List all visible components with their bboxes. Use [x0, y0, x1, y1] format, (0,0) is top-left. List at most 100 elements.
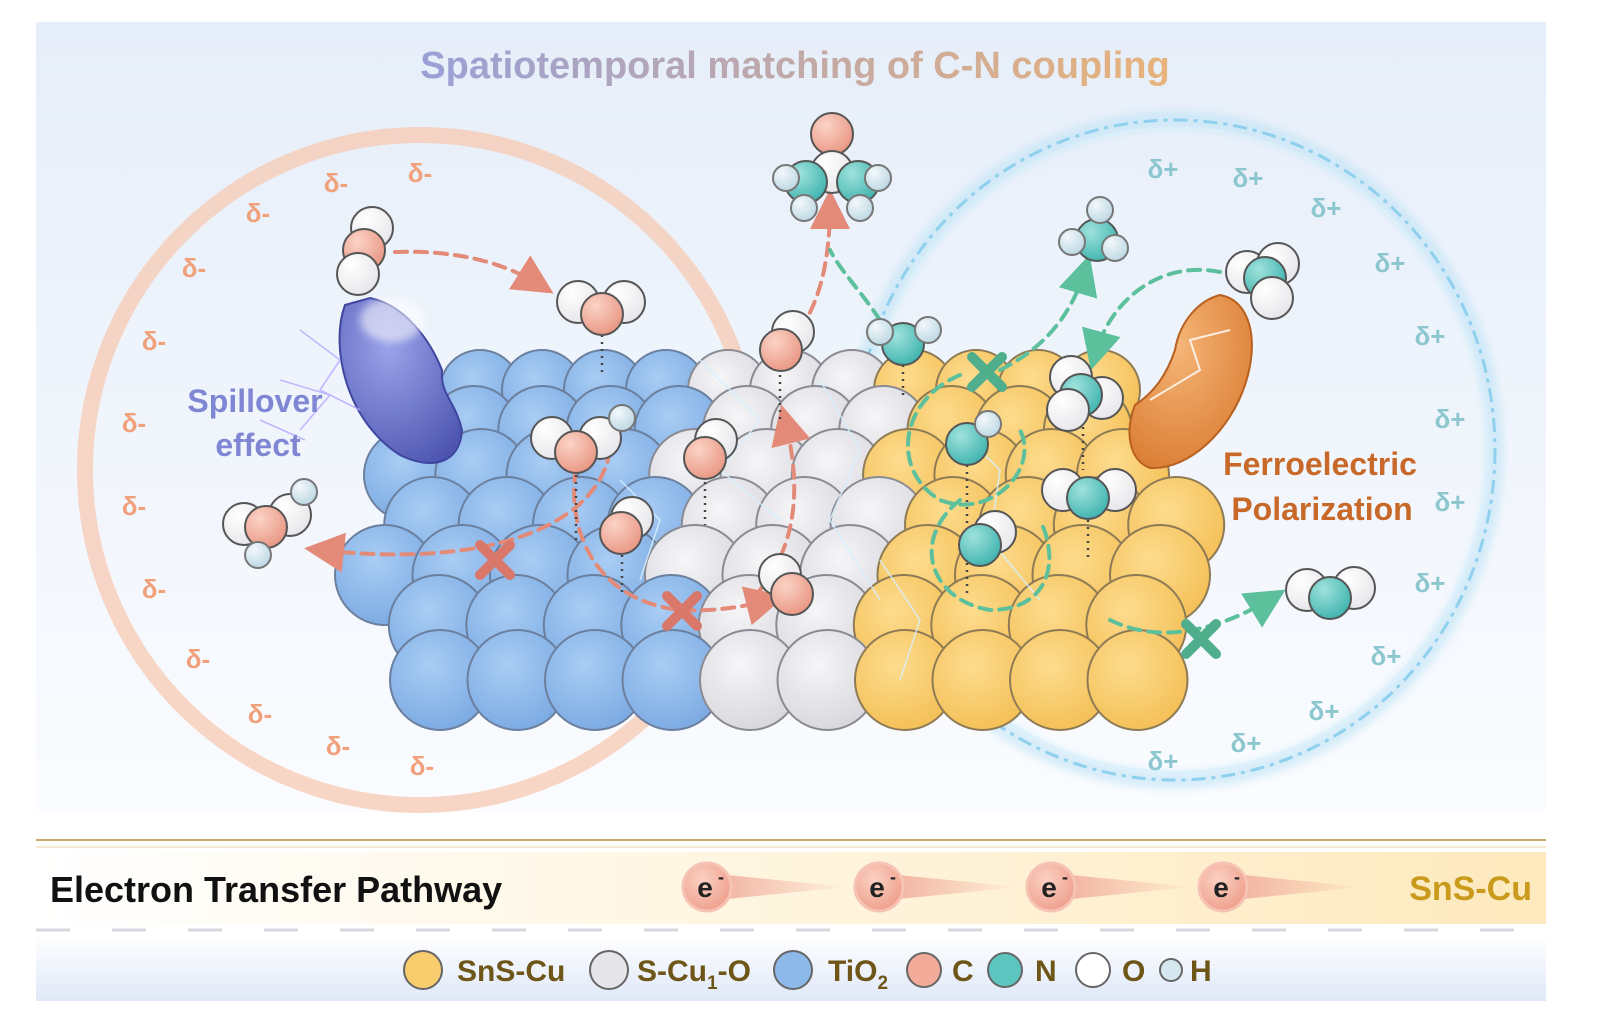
atom-o — [1250, 276, 1294, 320]
pathway-end-label: SnS-Cu — [1409, 870, 1532, 908]
electron-charge: - — [1234, 867, 1240, 887]
electron-row: e-e-e-e- — [681, 861, 1363, 913]
delta-minus-label: δ- — [408, 158, 432, 188]
legend-label: SnS-Cu — [457, 955, 565, 988]
atom-c — [580, 292, 624, 336]
legend-item-c: C — [906, 952, 974, 988]
atom-n — [945, 422, 989, 466]
lattice-atom — [1086, 629, 1189, 731]
atom-c — [810, 112, 854, 156]
atom-o — [1046, 388, 1090, 432]
atom-c — [599, 511, 643, 555]
atom-c — [683, 436, 727, 480]
legend-swatch — [1075, 952, 1111, 988]
electron-charge: - — [1062, 867, 1068, 887]
nh-molecule — [945, 410, 1002, 466]
legend-swatch — [906, 952, 942, 988]
atom-h — [914, 316, 942, 344]
delta-plus-label: δ+ — [1311, 193, 1342, 223]
atom-c — [759, 328, 803, 372]
delta-plus-label: δ+ — [1415, 568, 1446, 598]
urea-molecule — [772, 112, 892, 222]
atom-n — [958, 523, 1002, 567]
delta-minus-label: δ- — [142, 326, 166, 356]
legend-item-sns-cu: SnS-Cu — [403, 950, 565, 990]
pathway-label: Electron Transfer Pathway — [50, 869, 502, 910]
atom-h — [1086, 196, 1114, 224]
legend-item-tio2: TiO2 — [773, 950, 888, 994]
atom-o — [336, 252, 380, 296]
atom-h — [974, 410, 1002, 438]
delta-minus-label: δ- — [248, 699, 272, 729]
delta-plus-label: δ+ — [1309, 696, 1340, 726]
nh3-molecule — [1058, 196, 1129, 262]
atom-h — [866, 318, 894, 346]
no-molecule — [1225, 242, 1300, 320]
atom-c — [770, 572, 814, 616]
legend-label: O — [1122, 955, 1145, 988]
molecules — [222, 112, 1376, 620]
co2-molecule — [530, 404, 636, 474]
co2-molecule — [336, 206, 394, 296]
delta-minus-label: δ- — [326, 731, 350, 761]
electron-charge: - — [890, 867, 896, 887]
delta-plus-label: δ+ — [1148, 746, 1179, 776]
reaction-pathways — [304, 189, 1286, 635]
red-path-co-adsorption — [393, 249, 554, 294]
delta-minus-label: δ- — [182, 253, 206, 283]
green-path-no-in — [1082, 267, 1222, 371]
delta-minus-label: δ- — [246, 198, 270, 228]
red-path-loop — [572, 448, 786, 626]
no2-molecule — [1046, 355, 1124, 432]
atom-h — [244, 541, 272, 569]
legend-swatch — [1159, 958, 1183, 982]
legend-swatch — [403, 950, 443, 990]
atom-h — [790, 194, 818, 222]
electron-label: e — [1041, 872, 1057, 903]
no-molecule — [958, 510, 1017, 567]
delta-plus-label: δ+ — [1415, 321, 1446, 351]
legend-item-h: H — [1159, 955, 1212, 988]
legend-label: S-Cu1-O — [637, 955, 751, 994]
electron-label: e — [869, 872, 885, 903]
delta-plus-label: δ+ — [1148, 154, 1179, 184]
no2-molecule — [1041, 468, 1137, 520]
co-molecule — [758, 553, 814, 616]
co-molecule — [683, 418, 738, 480]
electron-charge: - — [718, 867, 724, 887]
green-path-loop-2 — [929, 498, 1052, 613]
green-path-nh3-out — [998, 254, 1098, 372]
no2-molecule — [1285, 566, 1376, 620]
co-molecule — [759, 310, 815, 372]
atom-c — [554, 430, 598, 474]
blocked-x-icon-4 — [1181, 619, 1221, 659]
delta-minus-label: δ- — [122, 408, 146, 438]
nh2-molecule — [866, 316, 942, 366]
delta-minus-label: δ- — [122, 491, 146, 521]
legend-label: N — [1035, 955, 1057, 988]
atom-n — [1308, 576, 1352, 620]
spillover-label-line2: effect — [215, 427, 301, 463]
delta-minus-label: δ- — [324, 168, 348, 198]
atom-c — [244, 505, 288, 549]
atom-h — [1101, 234, 1129, 262]
delta-minus-label: δ- — [186, 644, 210, 674]
electron-label: e — [1213, 872, 1229, 903]
red-path-desorb-left — [304, 448, 612, 573]
delta-plus-label: δ+ — [1231, 728, 1262, 758]
atom-n — [1066, 476, 1110, 520]
electron-icon: e- — [681, 861, 847, 913]
atom-h — [864, 164, 892, 192]
cooh-molecule — [222, 478, 318, 569]
co-molecule — [599, 496, 654, 555]
atom-h — [772, 164, 800, 192]
green-path-loop-1 — [905, 373, 1027, 507]
ferroelectric-label-line2: Polarization — [1231, 491, 1412, 527]
delta-plus-label: δ+ — [1435, 404, 1466, 434]
legend-swatch — [987, 952, 1023, 988]
delta-plus-label: δ+ — [1371, 641, 1402, 671]
blocked-x-icon-1 — [475, 540, 515, 580]
atom-h — [846, 194, 874, 222]
